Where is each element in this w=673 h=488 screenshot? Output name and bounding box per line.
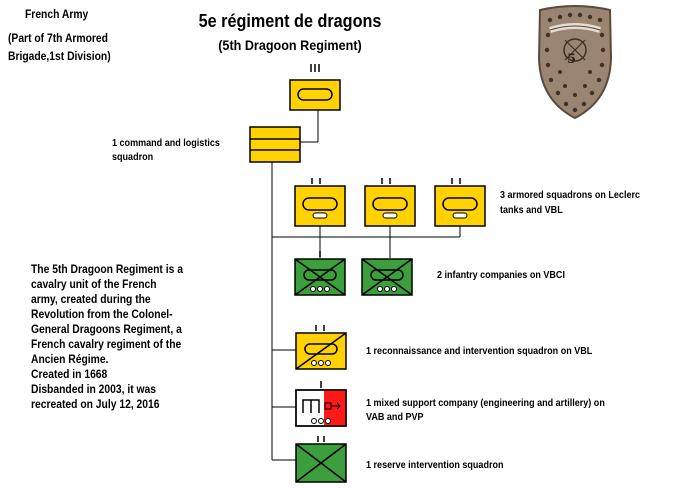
description-line: Created in 1668 [31, 367, 108, 381]
description-line: General Dragoons Regiment, a [31, 322, 182, 336]
armored-squadron-1 [294, 178, 346, 227]
command-logistics-symbol [249, 126, 301, 163]
description-line: Ancien Régime. [31, 352, 109, 366]
engineer-artillery-symbol [295, 381, 347, 427]
description-line: cavalry unit of the French [31, 277, 157, 291]
armored-squadron-3 [434, 178, 486, 227]
infantry-companies-label: 2 infantry companies on VBCI [437, 269, 565, 281]
support-company-label-2: VAB and PVP [366, 411, 424, 423]
description-line: army, created during the [31, 292, 151, 306]
description-line: The 5th Dragoon Regiment is a [31, 262, 183, 276]
regimental-shield-insignia [537, 5, 613, 120]
infantry-company-2 [361, 237, 413, 296]
armored-squadrons-label-2: tanks and VBL [500, 204, 563, 216]
page-title: 5e régiment de dragons [198, 11, 382, 31]
command-logistics-label-2: squadron [112, 151, 154, 163]
description-line: French cavalry regiment of the [31, 337, 182, 351]
armored-squadron-symbol [294, 178, 486, 227]
army-label: French Army [25, 7, 89, 21]
reserve-squadron-label: 1 reserve intervention squadron [366, 459, 504, 471]
infantry-company-1 [294, 237, 346, 296]
description-line: recreated on July 12, 2016 [31, 397, 160, 411]
command-logistics-label: 1 command and logistics [112, 137, 220, 149]
armored-squadron-2 [364, 178, 416, 227]
connector-lines [271, 110, 461, 461]
reconnaissance-squadron-symbol [295, 325, 347, 370]
insignia-number: 5 [567, 52, 577, 67]
description-line: Revolution from the Colonel- [31, 307, 173, 321]
armored-squadrons-label: 3 armored squadrons on Leclerc [500, 189, 641, 201]
support-company-label: 1 mixed support company (engineering and… [366, 397, 605, 409]
regiment-hq-symbol [289, 64, 341, 111]
reconnaissance-squadron-label: 1 reconnaissance and intervention squadr… [366, 345, 593, 357]
affiliation-line-1: (Part of 7th Armored [8, 31, 108, 45]
mechanized-infantry-symbol [294, 237, 413, 296]
description-line: Disbanded in 2003, it was [31, 382, 157, 396]
page-subtitle: (5th Dragoon Regiment) [218, 37, 362, 53]
reserve-infantry-symbol [295, 436, 347, 483]
affiliation-line-2: Brigade,1st Division) [8, 49, 111, 63]
